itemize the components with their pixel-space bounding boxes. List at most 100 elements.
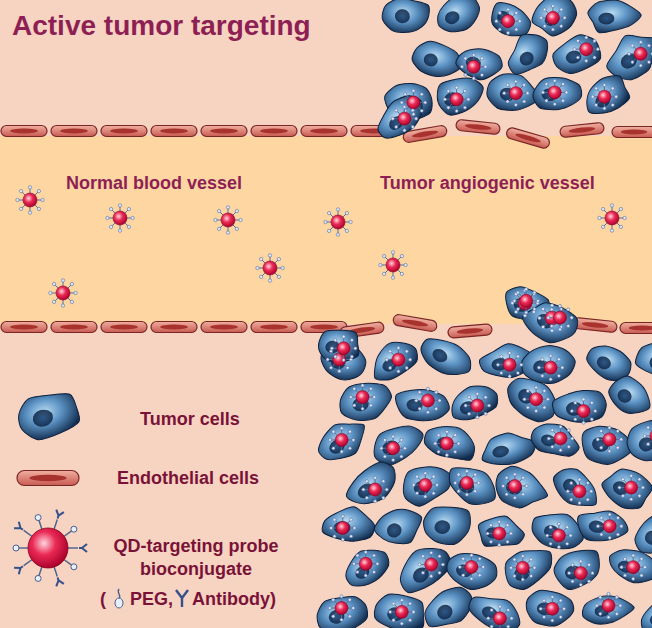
tumor-cell-body [552,389,608,425]
probe-ligand [611,103,614,106]
probe-ligand [464,404,467,407]
endothelial-body [17,471,79,486]
probe-ligand [277,257,280,260]
qd-probe [573,36,600,63]
probe-ligand [332,430,335,433]
tumor-cell-body [397,459,457,510]
tumor-cell-body [14,387,83,444]
probe-ligand [352,606,355,609]
endothelial-body [251,126,297,137]
linker [54,567,57,577]
probe-ligand [546,398,549,401]
probe-ligand [506,83,509,86]
probe-ligand [549,378,552,381]
tumor-nucleus [436,435,455,451]
qd-probe [256,254,285,283]
probe-ligand [28,186,31,189]
endothelial-nucleus [29,475,66,482]
tumor-nucleus [443,9,461,26]
probe-ligand [333,518,336,521]
probe-ligand [484,412,487,415]
probe-ligand [599,596,602,599]
peg-symbol [71,526,77,532]
probe-ligand [131,216,134,219]
qd-probe [434,430,461,457]
endothelial-cell [456,119,501,135]
probe-ligand [61,304,64,307]
tumor-cell-body [549,31,604,78]
probe-ligand [543,25,546,28]
probe-ligand [74,291,77,294]
probe-ligand [541,307,544,310]
probe-ligand [465,493,468,496]
probe-ligand [409,619,412,622]
probe-ligand [418,391,421,394]
probe-ligand [476,392,479,395]
tumor-cell [422,505,472,547]
probe-ligand [411,109,414,112]
probe-ligand [362,488,365,491]
tumor-cell [445,378,502,425]
probe-ligand [526,92,529,95]
endothelial-nucleus [160,325,188,330]
probe-ligand [259,275,262,278]
endothelial-body [392,314,437,332]
probe-ligand [550,329,553,332]
antibody-symbol [14,563,25,574]
probe-ligand [591,95,594,98]
endothelial-body [201,322,247,333]
qd-probe [486,520,513,547]
probe-ligand [640,557,643,560]
quantum-dot [493,612,506,625]
tumor-cell-body [551,546,605,592]
endothelial-nucleus [465,123,492,131]
tumor-cell [338,540,395,594]
probe-ligand [586,481,589,484]
probe-ligand [510,566,513,569]
tumor-cell-body [432,0,485,37]
qd-probe [214,206,243,235]
qd-probe [330,335,357,362]
endothelial-cell [51,126,97,137]
probe-ligand [277,275,280,278]
probe-ligand [421,555,424,558]
tumor-cell [364,333,423,386]
probe-ligand [509,532,512,535]
tumor-cell [464,587,526,628]
tumor-cell [577,422,635,470]
endothelial-body [505,127,550,150]
probe-ligand [467,98,470,101]
tumor-cell-body [322,507,375,542]
quantum-dot [530,393,543,406]
tumor-cell [478,427,539,470]
probe-ligand [643,566,646,569]
tumor-cell [14,387,83,444]
probe-ligand [545,83,548,86]
qd-probe [566,478,593,505]
probe-ligand [550,304,553,307]
qd-probe [415,387,442,414]
tumor-cell-body [368,420,429,469]
quantum-dot [520,294,533,307]
probe-ligand [573,48,576,51]
probe-ligand [620,438,623,441]
quantum-dot [425,558,438,571]
probe-ligand [409,602,412,605]
probe-ligand [601,225,604,228]
probe-ligand [506,524,509,527]
probe-ligand [623,557,626,560]
quantum-dot [28,528,68,568]
probe-ligand [365,480,368,483]
probe-ligand [498,520,501,523]
probe-ligand [607,592,610,595]
quantum-dot [467,60,480,73]
tumor-cell [311,411,374,470]
probe-ligand [470,554,473,557]
probe-ligand [340,427,343,430]
probe-ligand [647,44,650,47]
probe-ligand [489,524,492,527]
quantum-dot [577,405,590,418]
probe-ligand [415,117,418,120]
